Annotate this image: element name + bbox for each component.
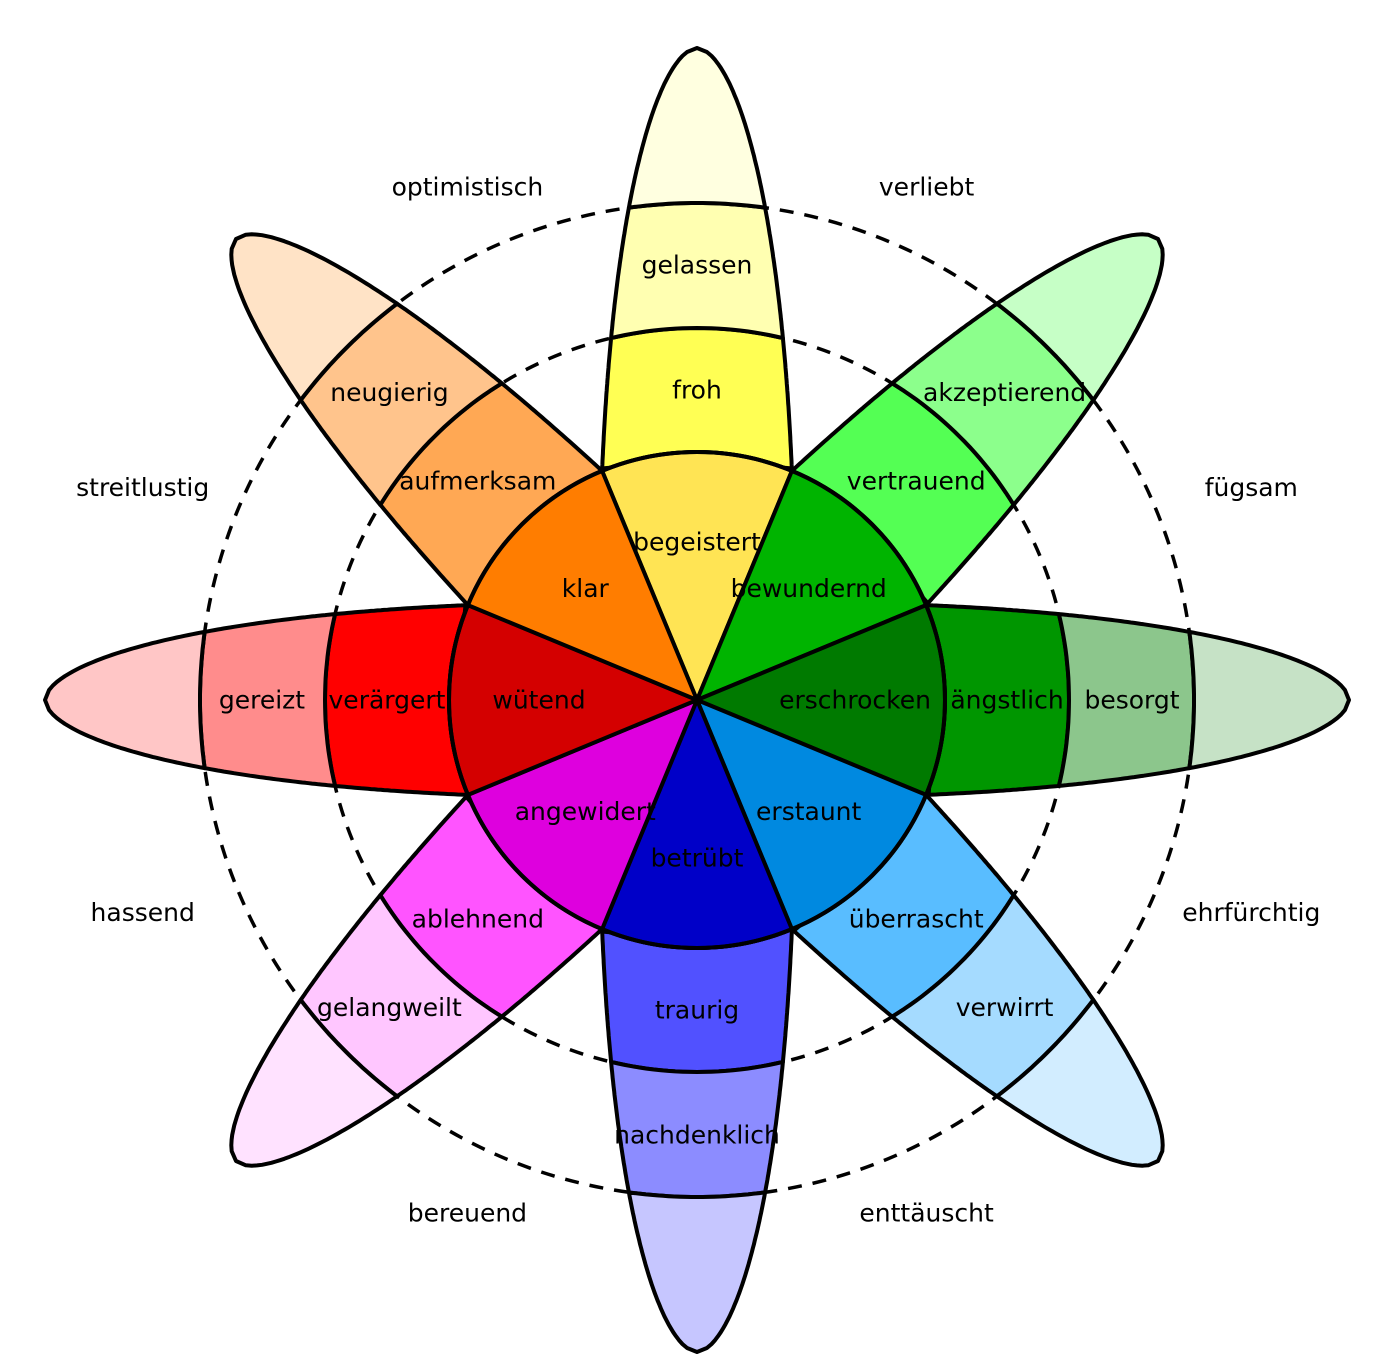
petal-anticipation — [229, 232, 612, 615]
emotion-label: erstaunt — [756, 797, 861, 826]
emotion-label: gelangweilt — [317, 993, 462, 1022]
emotion-label: klar — [562, 574, 610, 603]
dyad-label: verliebt — [879, 173, 975, 202]
petals-layer — [43, 46, 1351, 1354]
emotion-label: traurig — [655, 996, 739, 1025]
petal-segment-trust-3 — [994, 232, 1165, 403]
emotion-label: besorgt — [1084, 686, 1179, 715]
dyad-label: ehrfürchtig — [1182, 898, 1320, 927]
petal-fear — [920, 595, 1351, 805]
dyad-label: hassend — [91, 898, 195, 927]
petal-segment-sadness-3 — [626, 1190, 768, 1354]
dyad-label: streitlustig — [76, 473, 209, 502]
emotion-label: begeistert — [633, 528, 761, 557]
petal-disgust — [229, 785, 612, 1168]
dyad-label: optimistisch — [392, 173, 544, 202]
petal-trust — [782, 232, 1165, 615]
emotion-label: froh — [672, 376, 722, 405]
emotion-label: gereizt — [219, 686, 305, 715]
emotion-label: ängstlich — [950, 686, 1063, 715]
labels-layer: begeistert froh gelassen bewundernd vertraue… — [219, 251, 1180, 1150]
emotion-label: betrübt — [651, 844, 744, 873]
petal-surprise — [782, 785, 1165, 1168]
petal-segment-joy-3 — [626, 46, 768, 210]
emotion-label: überrascht — [849, 905, 984, 934]
petal-sadness — [592, 923, 802, 1354]
emotion-label: neugierig — [330, 378, 448, 407]
emotion-label: angewidert — [515, 797, 656, 826]
petal-segment-surprise-3 — [994, 997, 1165, 1168]
dyad-label: fügsam — [1205, 473, 1298, 502]
dyad-label: enttäuscht — [859, 1198, 994, 1227]
emotion-label: verärgert — [329, 686, 446, 715]
emotion-label: gelassen — [642, 251, 753, 280]
petal-segment-fear-3 — [1187, 629, 1351, 771]
emotion-label: vertrauend — [847, 466, 986, 495]
emotion-label: bewundernd — [731, 574, 887, 603]
emotion-label: nachdenklich — [614, 1121, 780, 1150]
petal-segment-disgust-3 — [229, 997, 400, 1168]
petal-segment-anticipation-3 — [229, 232, 400, 403]
dyad-labels: verliebt fügsam ehrfürchtig enttäuscht bereu… — [76, 173, 1320, 1228]
petal-segment-anger-3 — [43, 629, 207, 771]
dyad-label: bereuend — [408, 1198, 527, 1227]
emotion-label: verwirrt — [956, 993, 1054, 1022]
inner-circle-outline — [447, 450, 947, 950]
emotion-label: wütend — [492, 686, 585, 715]
emotion-label: erschrocken — [779, 686, 931, 715]
petal-joy — [592, 46, 802, 477]
emotion-label: akzeptierend — [923, 378, 1086, 407]
inner-circle — [447, 450, 947, 950]
emotion-label: aufmerksam — [399, 466, 556, 495]
emotion-label: ablehnend — [412, 905, 544, 934]
